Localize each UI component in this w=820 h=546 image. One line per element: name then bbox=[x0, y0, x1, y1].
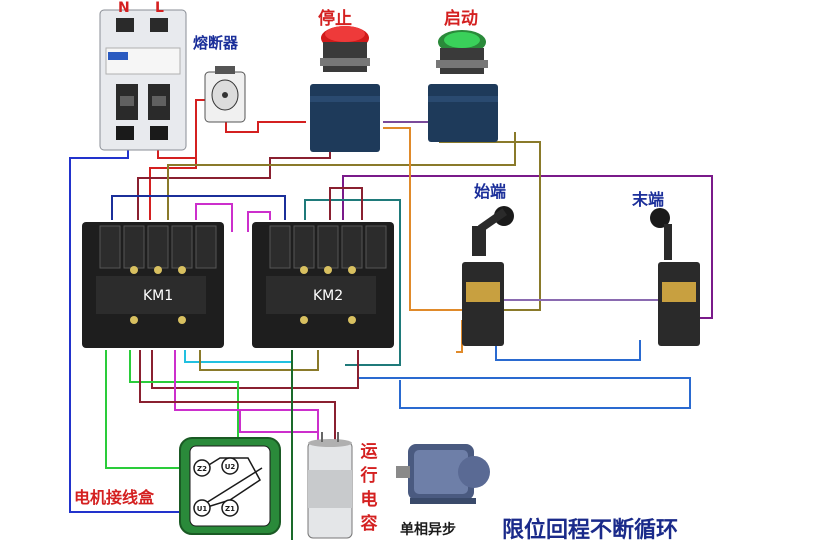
motor-icon bbox=[396, 444, 490, 504]
limit-switch-start bbox=[462, 206, 514, 346]
wire-cyan-1 bbox=[184, 350, 293, 363]
wire-olive-1 bbox=[167, 132, 516, 220]
wire-red-1 bbox=[149, 158, 197, 220]
start-button bbox=[428, 30, 498, 142]
contactor-km2-label: KM2 bbox=[313, 288, 344, 304]
circuit-breaker bbox=[99, 9, 187, 151]
wire-magenta-3 bbox=[174, 350, 319, 442]
wire-darkred-2 bbox=[139, 350, 336, 442]
wire-blue-limit bbox=[495, 318, 641, 361]
wire-purple-top bbox=[342, 175, 713, 319]
limit-switch-end bbox=[650, 208, 700, 346]
wire-orange-limit bbox=[456, 320, 463, 353]
fuse-label: 熔断器 bbox=[193, 34, 239, 52]
wire-maroon-1 bbox=[137, 152, 331, 220]
wire-green-1 bbox=[105, 350, 186, 469]
terminal-u1: U1 bbox=[197, 505, 208, 513]
wire-navy-1 bbox=[111, 195, 286, 220]
motor-box-label: 电机接线盒 bbox=[74, 488, 155, 507]
fuse bbox=[204, 66, 246, 123]
km1-top-terminals bbox=[99, 225, 217, 269]
wire-olive-2 bbox=[199, 350, 319, 371]
run-capacitor bbox=[307, 432, 353, 539]
breaker-terminal-n: N bbox=[118, 0, 130, 16]
wire-darkred-1 bbox=[151, 350, 359, 389]
footer-title: 限位回程不断循环 bbox=[502, 518, 679, 543]
terminal-u2: U2 bbox=[225, 463, 236, 471]
wire-maroon-2 bbox=[329, 187, 363, 220]
limit-start-label: 始端 bbox=[474, 182, 507, 201]
contactor-km1-label: KM1 bbox=[143, 288, 174, 304]
wire-teal-1 bbox=[304, 199, 401, 366]
wires bbox=[69, 99, 713, 540]
stop-button bbox=[310, 26, 380, 152]
limit-end-label: 末端 bbox=[632, 190, 665, 209]
wire-magenta-1 bbox=[195, 203, 233, 232]
wire-magenta-2 bbox=[247, 211, 271, 232]
terminal-z2: Z2 bbox=[197, 465, 207, 473]
km2-top-terminals bbox=[269, 225, 387, 269]
motor-junction-box: Z2 U2 U1 Z1 bbox=[179, 437, 281, 535]
start-button-label: 启动 bbox=[444, 9, 478, 29]
capacitor-label-char: 容 bbox=[360, 514, 378, 534]
contactor-km2 bbox=[252, 222, 394, 348]
breaker-terminal-l: L bbox=[155, 0, 164, 16]
wire-fuse-stop bbox=[225, 118, 306, 133]
capacitor-label-char: 电 bbox=[360, 490, 378, 510]
motor-label: 单相异步 bbox=[400, 522, 456, 538]
wire-n-blue bbox=[69, 148, 180, 513]
capacitor-label: 运 行 电 容 bbox=[360, 440, 378, 536]
contactor-km1 bbox=[82, 222, 224, 348]
wire-magenta-4 bbox=[239, 410, 318, 433]
capacitor-label-char: 行 bbox=[360, 466, 378, 486]
stop-button-label: 停止 bbox=[318, 9, 352, 29]
terminal-z1: Z1 bbox=[225, 505, 235, 513]
wire-orange-start bbox=[383, 127, 462, 311]
capacitor-label-char: 运 bbox=[360, 442, 378, 462]
